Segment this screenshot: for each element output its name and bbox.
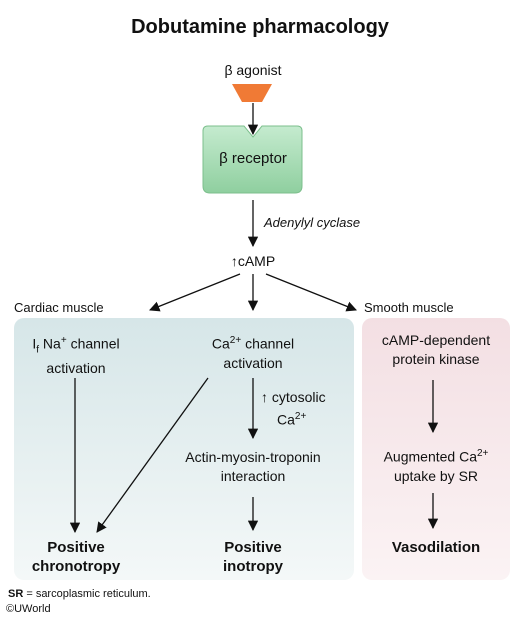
- copyright: ©UWorld: [6, 603, 51, 615]
- cardiac-muscle-region: [14, 318, 354, 580]
- enzyme-label: Adenylyl cyclase: [264, 215, 361, 230]
- agonist-label: β agonist: [224, 62, 282, 78]
- smooth-muscle-label: Smooth muscle: [364, 300, 454, 315]
- arrow-camp-cardiac: [149, 273, 241, 312]
- positive-inotropy-label: Positive inotropy: [223, 539, 283, 575]
- if-channel-label: If Na+ channel activation: [32, 335, 120, 377]
- interaction-label: Actin-myosin-troponin interaction: [185, 449, 321, 484]
- arrow-camp-smooth: [265, 273, 357, 312]
- diagram-title: Dobutamine pharmacology: [131, 16, 389, 38]
- arrow-ca-chronotropy: [96, 377, 209, 533]
- footnote: SR = sarcoplasmic reticulum.: [8, 588, 151, 600]
- smooth-muscle-region: [362, 318, 510, 580]
- receptor-icon: [202, 125, 303, 194]
- positive-chronotropy-label: Positive chronotropy: [31, 539, 121, 575]
- uptake-label: Augmented Ca2+ uptake by SR: [383, 448, 489, 484]
- vasodilation-label: Vasodilation: [391, 539, 481, 556]
- camp-label: ↑cAMP: [230, 253, 276, 269]
- receptor-label: β receptor: [219, 150, 287, 167]
- kinase-label: cAMP-dependent protein kinase: [381, 332, 491, 367]
- agonist-icon: [232, 84, 272, 102]
- ca-channel-label: Ca2+ channel activation: [211, 335, 295, 371]
- cytosolic-ca-label: ↑ cytosolic Ca2+: [261, 389, 326, 428]
- cardiac-muscle-label: Cardiac muscle: [14, 300, 104, 315]
